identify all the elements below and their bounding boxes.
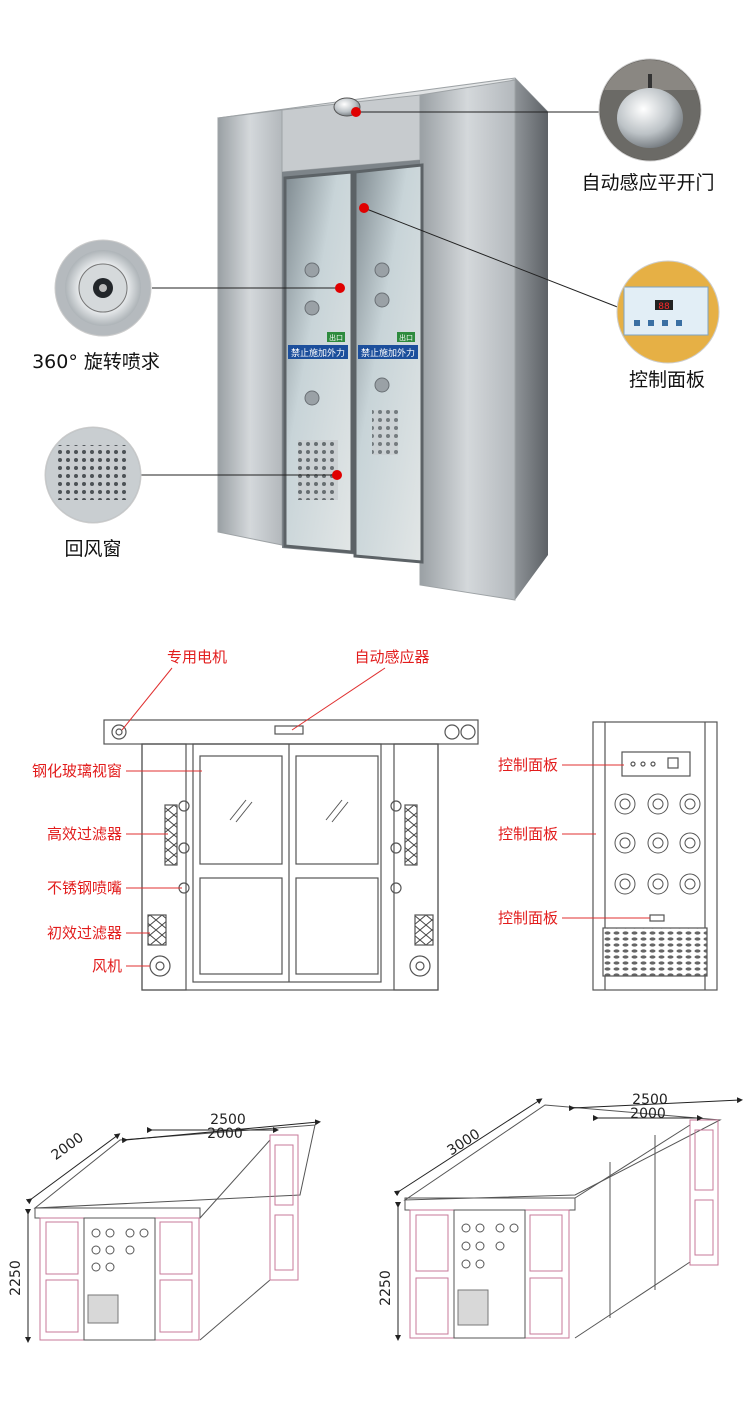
side-elevation (592, 721, 718, 991)
door-sign-left: 禁止施加外力 (291, 347, 345, 359)
sketch-left (33, 1124, 316, 1341)
right-width-outer: 2500 (632, 1092, 668, 1108)
label-pre-filter: 初效过滤器 (47, 924, 122, 942)
label-hepa-filter: 高效过滤器 (47, 825, 122, 843)
side-leader-lines (562, 764, 650, 919)
left-depth: 2000 (49, 1130, 87, 1164)
door-tag-left: 出口 (329, 333, 343, 342)
label-control-panel: 控制面板 (629, 369, 705, 391)
detail-control-panel: 88 (616, 260, 720, 364)
door-tag-right: 出口 (399, 333, 413, 342)
label-nozzle-steel: 不锈钢喷嘴 (47, 879, 122, 897)
door-sign-right: 禁止施加外力 (361, 347, 415, 359)
callout-dot-sensor (351, 107, 361, 117)
label-glass-window: 钢化玻璃视窗 (32, 762, 122, 780)
dim-lines-right (393, 1097, 743, 1341)
label-nozzle: 360° 旋转喷求 (32, 351, 160, 373)
label-fan: 风机 (92, 957, 122, 975)
right-height: 2250 (378, 1270, 394, 1306)
label-sensor: 自动感应器 (354, 648, 429, 666)
front-leader-lines (121, 667, 386, 967)
right-depth: 3000 (445, 1126, 484, 1159)
callout-dot-nozzle (335, 283, 345, 293)
dim-lines-left (25, 1119, 321, 1343)
left-width-inner: 2000 (207, 1126, 243, 1142)
callout-dot-return-window (332, 470, 342, 480)
dimension-section: 2500 2000 2000 2250 2500 2000 3000 2250 (8, 1092, 743, 1343)
front-elevation (103, 719, 479, 991)
label-side-panel-top: 控制面板 (498, 756, 558, 774)
left-height: 2250 (8, 1260, 24, 1296)
left-width-outer: 2500 (210, 1112, 246, 1128)
label-return-window: 回风窗 (64, 538, 121, 560)
photo-callout-lines (140, 111, 621, 476)
label-side-panel-bottom: 控制面板 (498, 909, 558, 927)
label-side-panel-mid: 控制面板 (498, 825, 558, 843)
detail-return-window (44, 426, 142, 524)
panel-display: 88 (658, 302, 670, 312)
detail-nozzle (54, 239, 152, 337)
sketch-right (403, 1104, 722, 1339)
label-auto-door: 自动感应平开门 (581, 172, 714, 194)
schematic-section: 专用电机 自动感应器 钢化玻璃视窗 高效过滤器 不锈钢喷嘴 初效过滤器 风机 控… (32, 648, 718, 991)
air-shower-photo: 禁止施加外力 禁止施加外力 出口 出口 (217, 77, 550, 601)
detail-auto-door-sensor (598, 58, 702, 162)
callout-dot-panel (359, 203, 369, 213)
photo-section: 禁止施加外力 禁止施加外力 出口 出口 (32, 58, 720, 601)
label-motor: 专用电机 (167, 648, 227, 666)
right-width-inner: 2000 (630, 1106, 666, 1122)
